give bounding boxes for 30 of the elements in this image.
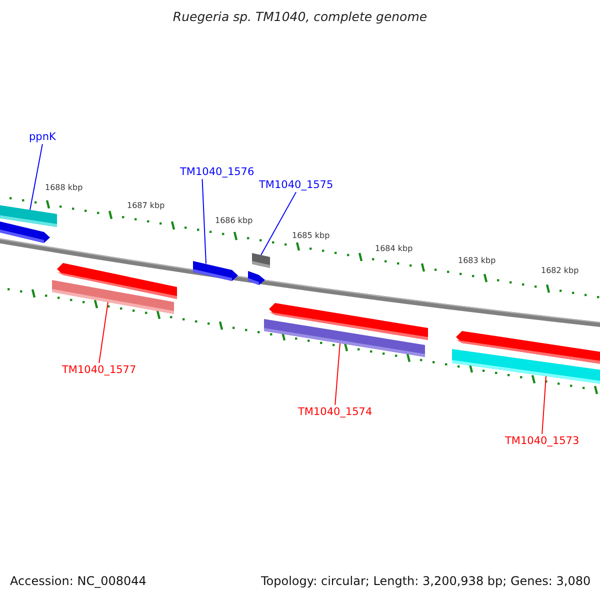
gene-label: TM1040_1573: [505, 435, 580, 448]
scale-label: 1682 kbp: [541, 266, 579, 276]
gene-bar: [452, 349, 600, 384]
scale-label: 1688 kbp: [45, 183, 83, 192]
leader-line: [260, 192, 297, 256]
gene-label: ppnK: [29, 131, 56, 144]
gene-bar: [248, 271, 265, 285]
gene-label: TM1040_1576: [180, 166, 254, 178]
gene-bar: [52, 280, 174, 314]
gene-label: TM1040_1575: [259, 179, 334, 192]
gene-box: [252, 253, 270, 268]
scale-label: 1684 kbp: [375, 244, 413, 254]
gene-bar: [0, 221, 50, 243]
leader-line: [30, 144, 43, 210]
accession-text: Accession: NC_008044: [10, 575, 146, 589]
scale-label: 1686 kbp: [215, 216, 253, 226]
leader-line: [334, 342, 340, 406]
scale-label: 1683 kbp: [458, 256, 496, 266]
scale-label: 1687 kbp: [127, 201, 165, 210]
gene-bar: [264, 319, 425, 357]
gene-label: TM1040_1577: [62, 364, 136, 376]
genome-summary-text: Topology: circular; Length: 3,200,938 bp; Genes: 3,080: [261, 575, 591, 589]
scale-label: 1685 kbp: [292, 231, 330, 240]
gene-label: TM1040_1574: [298, 406, 372, 418]
gene-bar: [193, 261, 238, 281]
leader-line: [542, 376, 546, 434]
leader-line: [202, 178, 206, 264]
leader-line: [98, 302, 108, 364]
gene-bar: [0, 205, 57, 227]
map-title: Ruegeria sp. TM1040, complete genome: [172, 10, 428, 24]
